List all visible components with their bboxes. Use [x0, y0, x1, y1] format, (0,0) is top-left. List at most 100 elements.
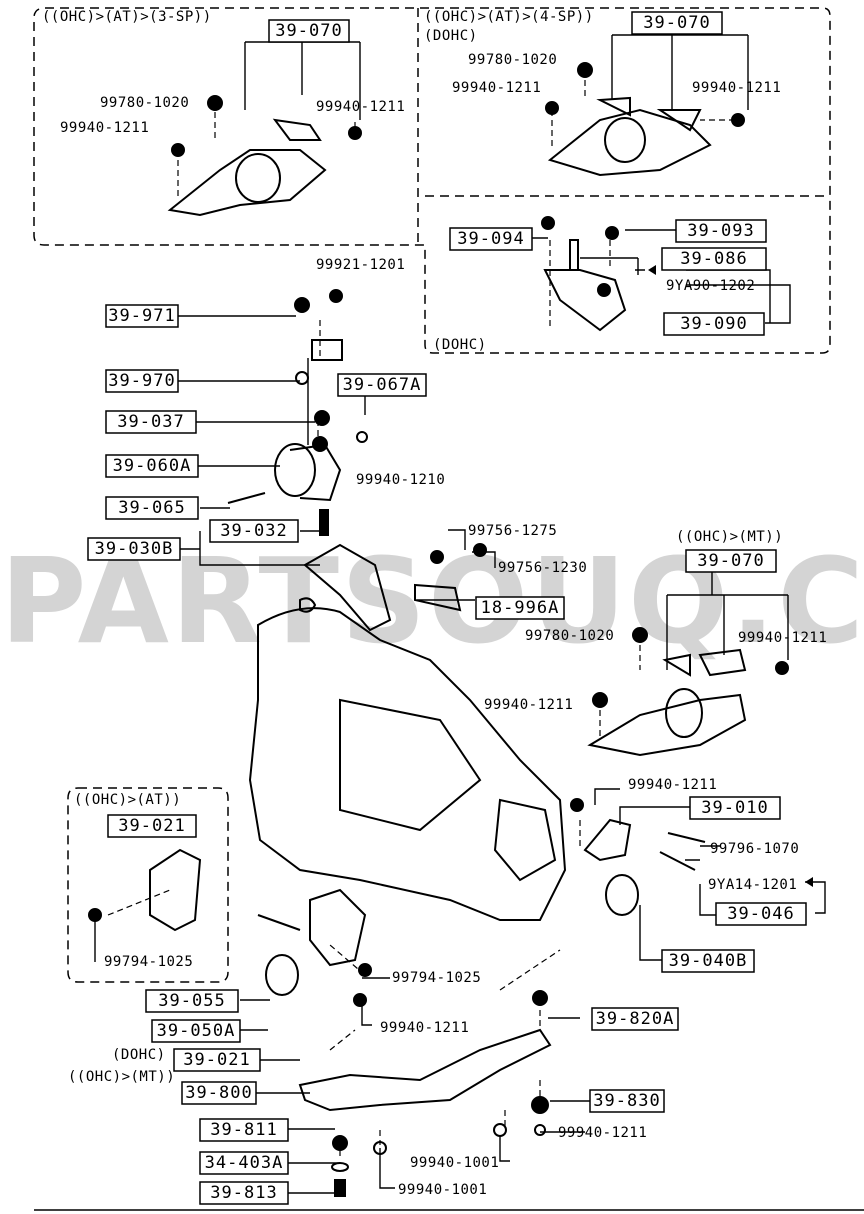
- svg-text:39-811: 39-811: [210, 1120, 277, 1140]
- svg-text:39-037: 39-037: [117, 412, 184, 432]
- callout-99940-1211-3sp-left[interactable]: 99940-1211: [60, 120, 149, 136]
- group-dohc-bottom: (DOHC): [433, 337, 487, 353]
- callout-99940-1001-bottom[interactable]: 99940-1001: [398, 1182, 487, 1198]
- mount-mt-drawing: [587, 627, 789, 757]
- transmission-drawing: [248, 597, 567, 921]
- callout-99921-1201[interactable]: 99921-1201: [316, 257, 405, 273]
- callout-99940-1211-4sp-left[interactable]: 99940-1211: [452, 80, 541, 96]
- svg-text:39-070: 39-070: [275, 21, 342, 41]
- part-box-39-032[interactable]: 39-032: [209, 519, 299, 543]
- part-box-39-094[interactable]: 39-094: [449, 227, 533, 251]
- callout-99940-1211-mt-right[interactable]: 99940-1211: [738, 630, 827, 646]
- callout-99940-1001-right[interactable]: 99940-1001: [410, 1155, 499, 1171]
- part-box-39-070-mt[interactable]: 39-070: [685, 549, 777, 573]
- callout-99940-1211-mt-left[interactable]: 99940-1211: [484, 697, 573, 713]
- callout-99796-1070[interactable]: 99796-1070: [710, 841, 799, 857]
- svg-text:39-090: 39-090: [680, 314, 747, 334]
- part-box-39-070-3sp[interactable]: 39-070: [268, 19, 350, 43]
- part-box-39-813[interactable]: 39-813: [199, 1181, 289, 1205]
- svg-text:39-030B: 39-030B: [95, 539, 174, 559]
- part-box-39-820a[interactable]: 39-820A: [591, 1007, 679, 1031]
- callout-99940-1211-front[interactable]: 99940-1211: [380, 1020, 469, 1036]
- svg-text:39-086: 39-086: [680, 249, 747, 269]
- group-dohc-top: (DOHC): [424, 28, 478, 44]
- callout-99940-1211-crossmember[interactable]: 99940-1211: [558, 1125, 647, 1141]
- part-box-39-800[interactable]: 39-800: [181, 1081, 257, 1105]
- note-dohc: (DOHC): [112, 1047, 166, 1063]
- part-box-39-021-at[interactable]: 39-021: [107, 814, 197, 838]
- svg-text:39-820A: 39-820A: [596, 1009, 675, 1029]
- part-box-39-050a[interactable]: 39-050A: [151, 1019, 241, 1043]
- part-box-39-067a[interactable]: 39-067A: [337, 373, 427, 397]
- part-box-39-021-dohc-mt[interactable]: 39-021: [173, 1048, 261, 1072]
- callout-9ya90-1202[interactable]: 9YA90-1202: [666, 278, 755, 294]
- svg-text:39-067A: 39-067A: [343, 375, 422, 395]
- part-box-39-811[interactable]: 39-811: [199, 1118, 289, 1142]
- leader-lines: [94, 30, 826, 1194]
- callout-9ya14-1201[interactable]: 9YA14-1201: [708, 877, 797, 893]
- part-box-39-971[interactable]: 39-971: [105, 304, 179, 328]
- svg-text:39-032: 39-032: [220, 521, 287, 541]
- arrow-icon-9ya90: [648, 265, 656, 275]
- part-box-39-046[interactable]: 39-046: [715, 902, 807, 926]
- svg-text:18-996A: 18-996A: [481, 598, 560, 618]
- svg-text:39-050A: 39-050A: [157, 1021, 236, 1041]
- group-ohc-at-3sp: ((OHC)>(AT)>(3-SP)): [42, 9, 212, 25]
- svg-text:39-830: 39-830: [593, 1091, 660, 1111]
- part-box-18-996a[interactable]: 18-996A: [475, 596, 565, 620]
- svg-text:39-970: 39-970: [108, 371, 175, 391]
- mount-4sp-drawing: [545, 62, 745, 177]
- group-ohc-at: ((OHC)>(AT)): [74, 792, 181, 808]
- part-box-39-070-4sp[interactable]: 39-070: [631, 11, 723, 35]
- callout-99794-1025-at[interactable]: 99794-1025: [104, 954, 193, 970]
- rear-mount-drawing: [570, 798, 706, 916]
- callout-99780-1020-4sp[interactable]: 99780-1020: [468, 52, 557, 68]
- callout-99780-1020-3sp[interactable]: 99780-1020: [100, 95, 189, 111]
- svg-text:39-046: 39-046: [727, 904, 794, 924]
- callout-99940-1211-rear[interactable]: 99940-1211: [628, 777, 717, 793]
- part-box-39-970[interactable]: 39-970: [105, 369, 179, 393]
- callout-99756-1230[interactable]: 99756-1230: [498, 560, 587, 576]
- callout-99756-1275[interactable]: 99756-1275: [468, 523, 557, 539]
- svg-text:39-093: 39-093: [687, 221, 754, 241]
- part-drawings: [88, 62, 789, 1197]
- part-box-39-090[interactable]: 39-090: [663, 312, 765, 336]
- svg-text:39-060A: 39-060A: [113, 456, 192, 476]
- svg-text:39-040B: 39-040B: [669, 951, 748, 971]
- svg-text:39-800: 39-800: [185, 1083, 252, 1103]
- part-box-39-086[interactable]: 39-086: [661, 247, 767, 271]
- part-box-39-040b[interactable]: 39-040B: [661, 949, 755, 973]
- callout-99940-1211-3sp-right[interactable]: 99940-1211: [316, 99, 405, 115]
- ohc-at-dashed-outline: [67, 787, 229, 983]
- svg-text:39-971: 39-971: [108, 306, 175, 326]
- group-ohc-mt: ((OHC)>(MT)): [676, 529, 783, 545]
- part-box-39-065[interactable]: 39-065: [105, 496, 199, 520]
- svg-text:39-055: 39-055: [158, 991, 225, 1011]
- mount-3sp-drawing: [167, 95, 362, 217]
- crossmember-drawing: [298, 990, 552, 1197]
- guide-lines: [107, 80, 781, 1160]
- part-box-34-403a[interactable]: 34-403A: [199, 1151, 289, 1175]
- engine-mount-stack-drawing: [227, 289, 487, 632]
- svg-text:39-010: 39-010: [701, 798, 768, 818]
- svg-text:39-094: 39-094: [457, 229, 524, 249]
- part-box-39-830[interactable]: 39-830: [589, 1089, 665, 1113]
- group-ohc-at-4sp: ((OHC)>(AT)>(4-SP)): [424, 9, 594, 25]
- callout-99794-1025-front[interactable]: 99794-1025: [392, 970, 481, 986]
- svg-text:39-070: 39-070: [643, 13, 710, 33]
- callout-99780-1020-mt[interactable]: 99780-1020: [525, 628, 614, 644]
- svg-text:39-070: 39-070: [697, 551, 764, 571]
- part-box-39-010[interactable]: 39-010: [689, 796, 781, 820]
- boxed-part-labels: 39-070 39-070 39-094 39-093 39-086 39-09…: [87, 11, 807, 1205]
- callout-labels: 99780-1020 99940-1211 99940-1211 99780-1…: [60, 52, 827, 1198]
- callout-99940-1210[interactable]: 99940-1210: [356, 472, 445, 488]
- part-box-39-093[interactable]: 39-093: [675, 219, 767, 243]
- callout-99940-1211-4sp-right[interactable]: 99940-1211: [692, 80, 781, 96]
- svg-text:39-065: 39-065: [118, 498, 185, 518]
- part-box-39-037[interactable]: 39-037: [105, 410, 197, 434]
- part-box-39-055[interactable]: 39-055: [145, 989, 239, 1013]
- note-ohc-mt: ((OHC)>(MT)): [68, 1069, 175, 1085]
- part-box-39-060a[interactable]: 39-060A: [105, 454, 199, 478]
- part-box-39-030b[interactable]: 39-030B: [87, 537, 181, 561]
